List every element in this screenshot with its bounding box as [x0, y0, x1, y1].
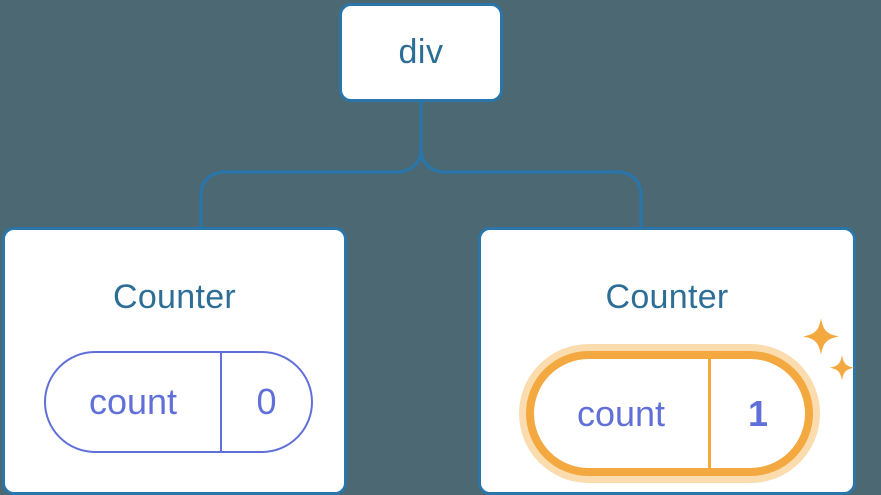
state-pill-right-key: count: [534, 359, 711, 468]
state-pill-left[interactable]: count 0: [44, 351, 313, 453]
state-pill-left-wrapper: count 0: [44, 351, 313, 453]
state-pill-right-key-text: count: [576, 392, 666, 434]
node-counter-left-title: Counter: [112, 278, 237, 316]
state-pill-right[interactable]: count 1: [526, 351, 813, 476]
state-pill-left-value-text: 0: [256, 381, 277, 422]
state-pill-right-value: 1: [711, 359, 805, 468]
state-pill-right-wrapper: count 1: [526, 351, 813, 476]
node-counter-right-title: Counter: [605, 278, 729, 316]
node-root-div[interactable]: div: [339, 3, 503, 102]
state-pill-right-value-text: 1: [747, 392, 769, 434]
node-root-label: div: [398, 33, 444, 71]
node-counter-right[interactable]: Counter count 1: [478, 227, 856, 495]
state-pill-left-value: 0: [222, 353, 311, 451]
state-pill-left-key-text: count: [88, 381, 178, 422]
state-pill-left-key: count: [46, 353, 222, 451]
node-counter-left[interactable]: Counter count 0: [2, 227, 347, 495]
